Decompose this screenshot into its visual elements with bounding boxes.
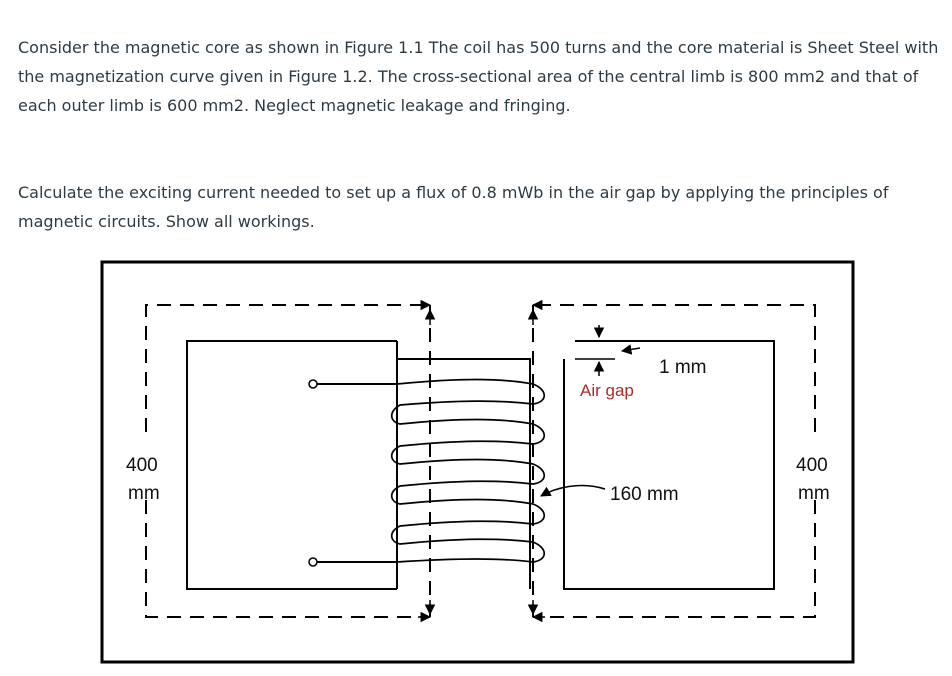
- air-gap-label: Air gap: [580, 381, 634, 400]
- core-outer-boundary: [100, 260, 855, 664]
- question-paragraph-2: Calculate the exciting current needed to…: [18, 183, 889, 231]
- right-path-unit: mm: [798, 483, 830, 504]
- left-path-unit: mm: [128, 483, 160, 504]
- terminal-bottom-circle: [308, 557, 318, 567]
- center-length-label: 160 mm: [610, 484, 679, 505]
- right-window: [563, 340, 775, 590]
- left-window: [186, 340, 397, 590]
- terminal-top-circle: [308, 379, 318, 389]
- central-limb-right-edge: [397, 358, 531, 589]
- flux-path-right: [532, 304, 816, 618]
- core-ghost: [187, 341, 530, 589]
- right-path-value: 400: [796, 455, 828, 476]
- coil-windings: [390, 378, 546, 563]
- flux-path-left: [145, 304, 431, 618]
- left-path-value: 400: [126, 455, 158, 476]
- gap-pointer-arrow: [620, 344, 641, 355]
- question-paragraph-1: Consider the magnetic core as shown in F…: [18, 38, 939, 115]
- length-pointer-arrow: [540, 484, 606, 497]
- gap-length-label: 1 mm: [659, 357, 707, 378]
